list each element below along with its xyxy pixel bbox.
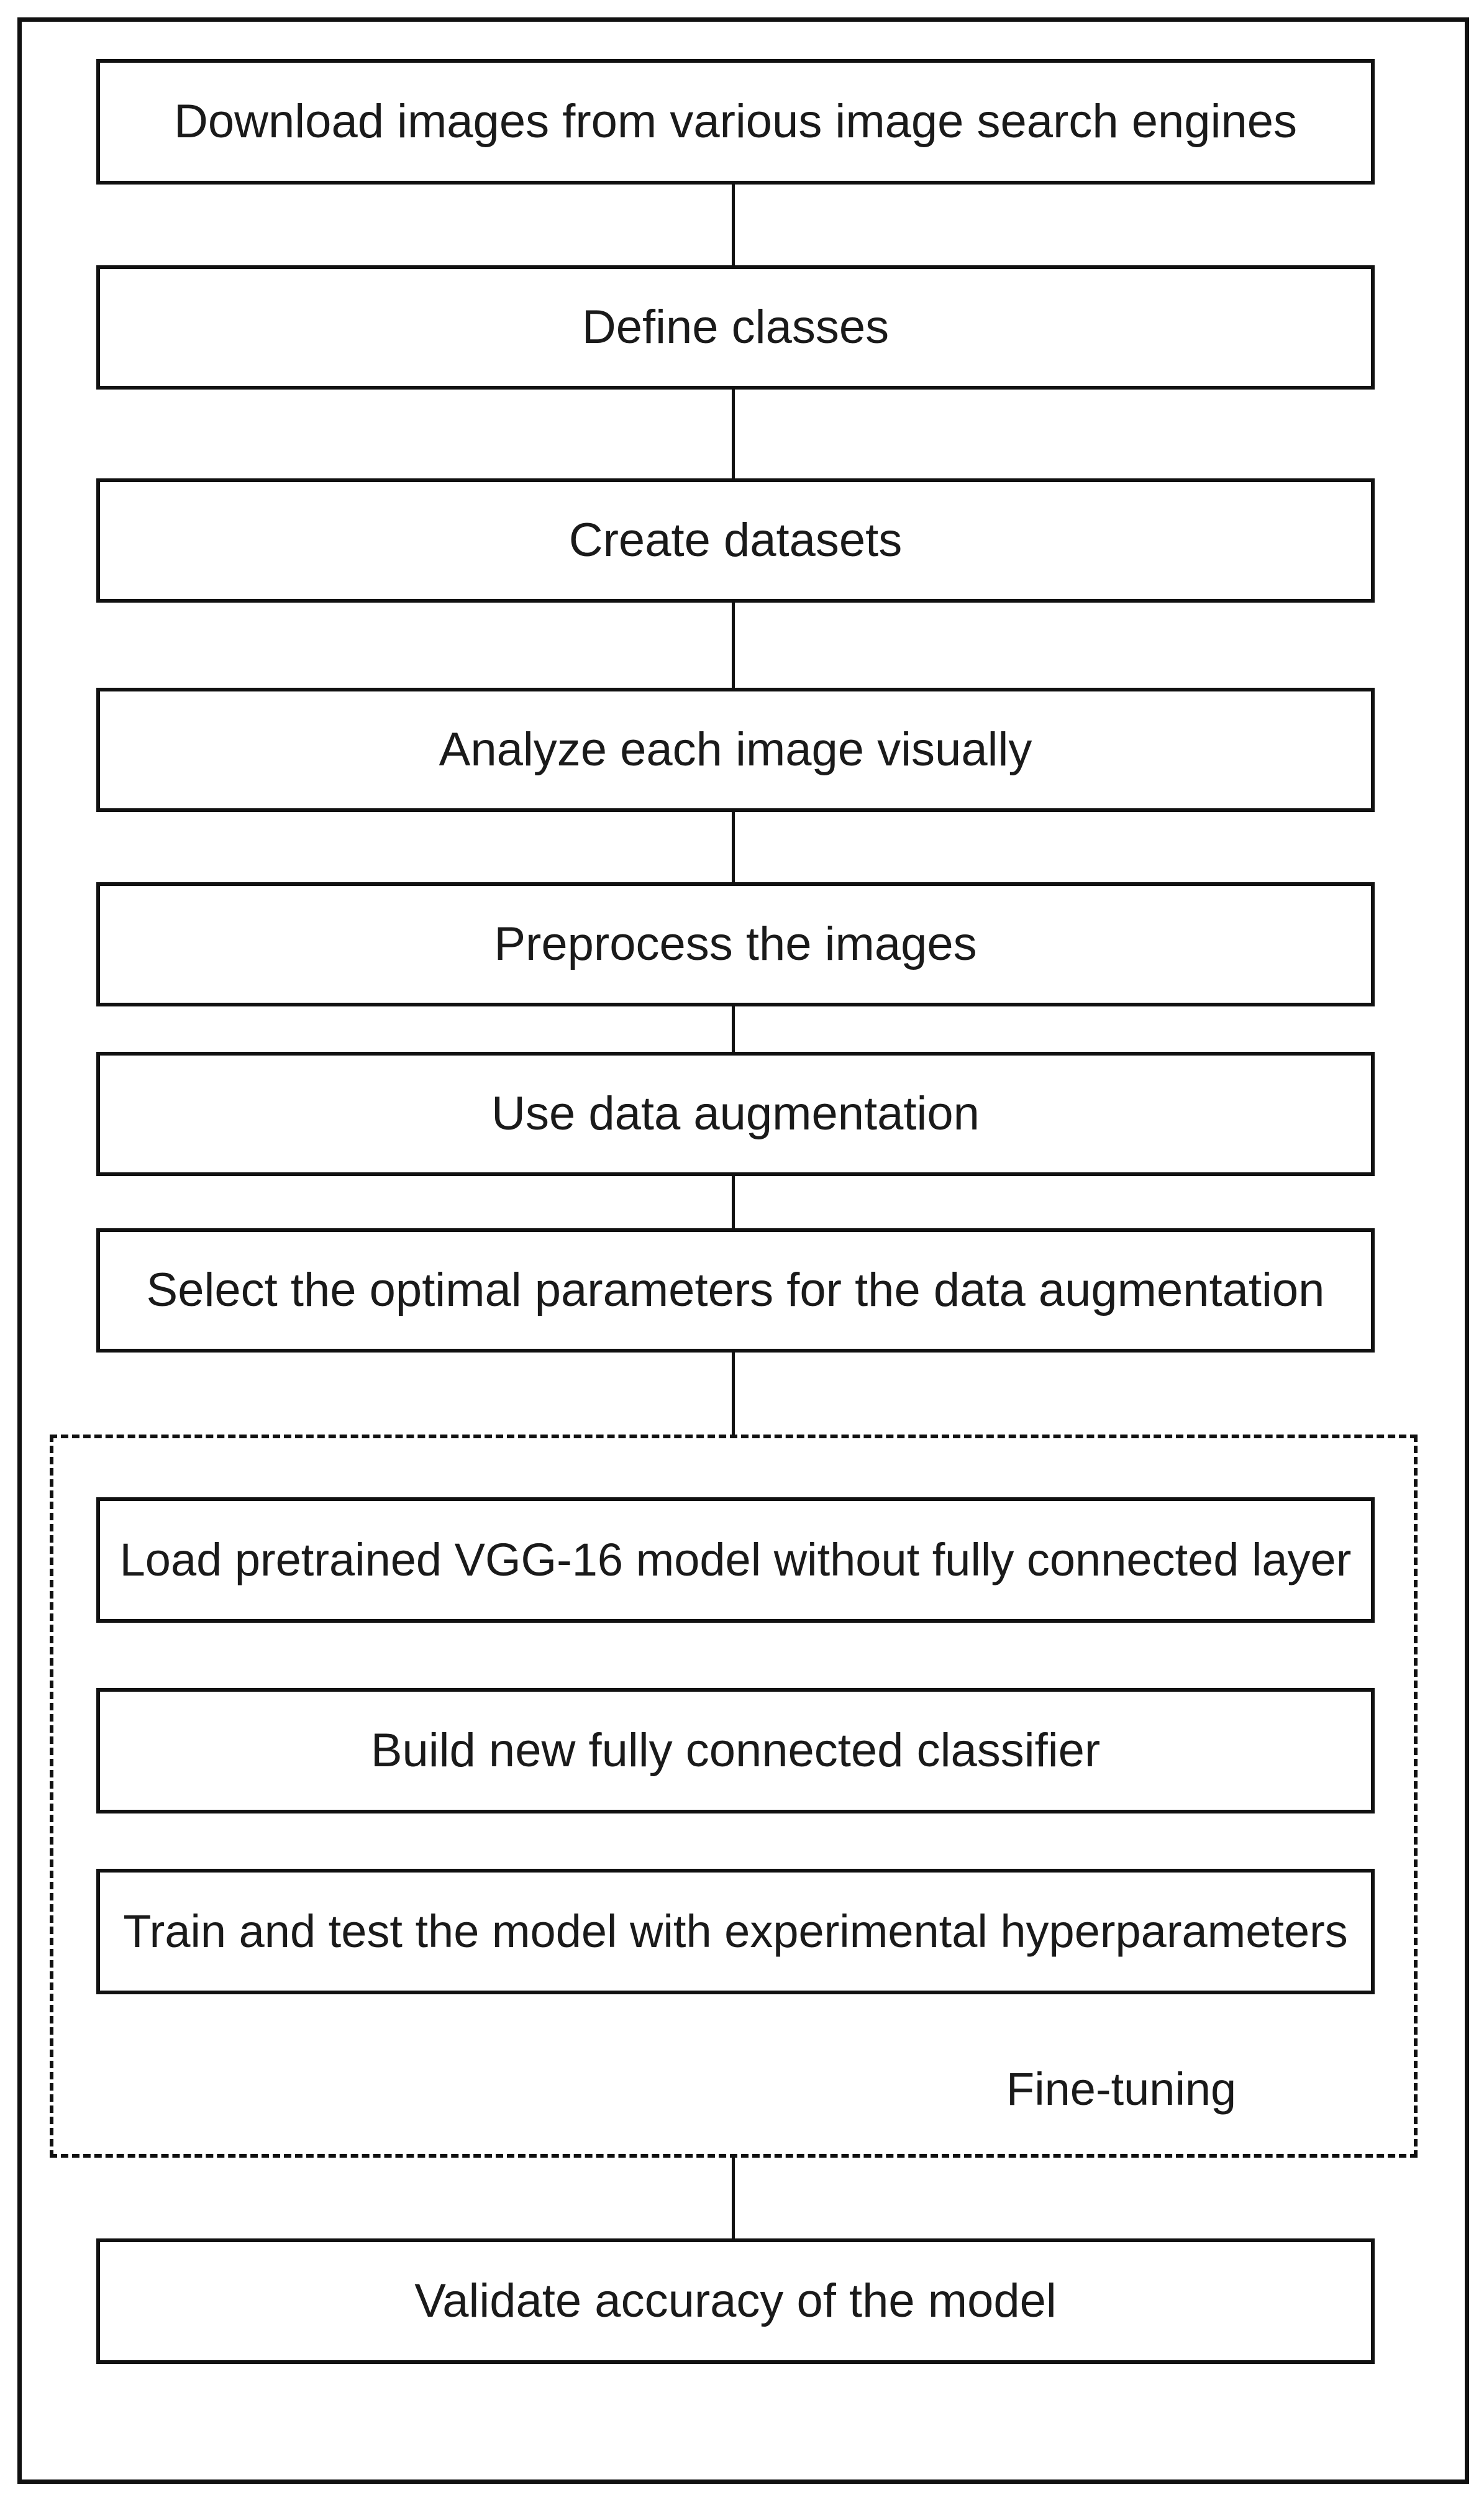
step-label: Load pretrained VGG-16 model without ful… — [119, 1534, 1352, 1585]
diagram-frame — [17, 17, 1469, 2484]
step-build-classifier: Build new fully connected classifier — [96, 1688, 1375, 1813]
connector-line — [732, 390, 735, 478]
step-label: Use data augmentation — [491, 1087, 980, 1140]
connector-line — [732, 1176, 735, 1228]
fine-tuning-label: Fine-tuning — [1006, 2063, 1237, 2115]
connector-line — [732, 2158, 735, 2238]
step-select-parameters: Select the optimal parameters for the da… — [96, 1228, 1375, 1353]
step-data-augmentation: Use data augmentation — [96, 1052, 1375, 1176]
step-label: Train and test the model with experiment… — [123, 1905, 1348, 1957]
step-label: Define classes — [581, 301, 890, 354]
step-label: Select the optimal parameters for the da… — [146, 1264, 1325, 1316]
connector-line — [732, 1353, 735, 1435]
step-label: Build new fully connected classifier — [370, 1724, 1101, 1777]
connector-line — [732, 185, 735, 265]
step-define-classes: Define classes — [96, 265, 1375, 390]
step-label: Analyze each image visually — [439, 723, 1032, 776]
step-label: Create datasets — [568, 514, 903, 567]
connector-line — [732, 603, 735, 688]
fine-tuning-region — [50, 1435, 1418, 2158]
step-train-test-model: Train and test the model with experiment… — [96, 1869, 1375, 1994]
step-preprocess-images: Preprocess the images — [96, 882, 1375, 1006]
step-analyze-images: Analyze each image visually — [96, 688, 1375, 812]
step-create-datasets: Create datasets — [96, 478, 1375, 603]
step-label: Validate accuracy of the model — [414, 2274, 1057, 2327]
step-label: Download images from various image searc… — [173, 95, 1297, 148]
connector-line — [732, 812, 735, 882]
step-load-vgg16: Load pretrained VGG-16 model without ful… — [96, 1497, 1375, 1623]
connector-line — [732, 1006, 735, 1052]
step-download-images: Download images from various image searc… — [96, 59, 1375, 185]
step-validate-accuracy: Validate accuracy of the model — [96, 2238, 1375, 2364]
step-label: Preprocess the images — [494, 918, 977, 970]
